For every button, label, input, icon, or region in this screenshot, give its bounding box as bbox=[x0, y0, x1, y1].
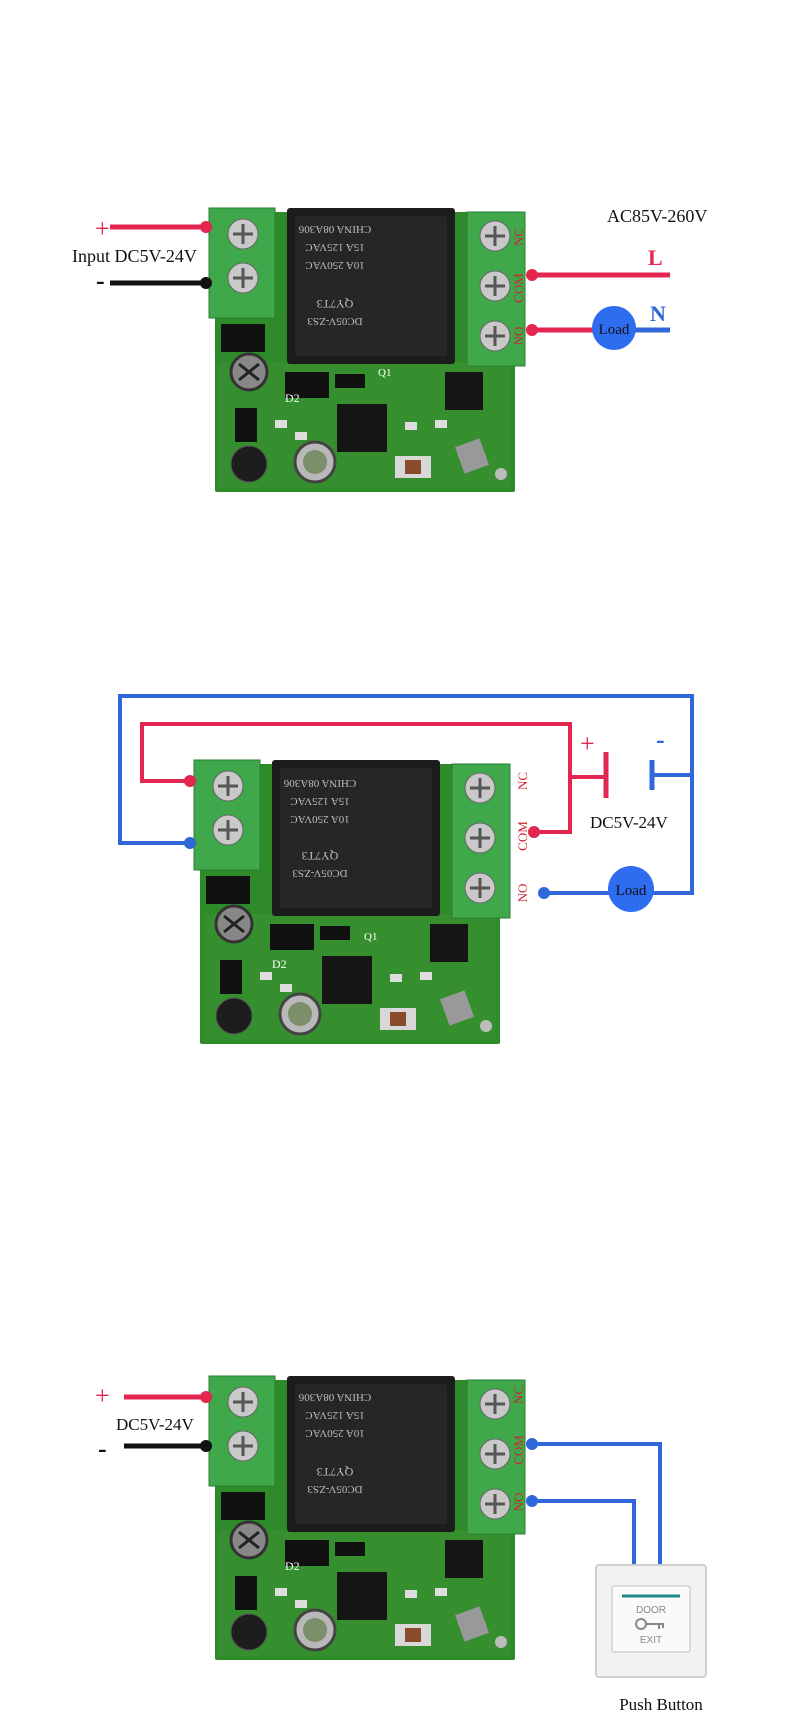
key-icon bbox=[635, 1618, 664, 1630]
silk-q1: Q1 bbox=[378, 367, 391, 379]
relay-text-4: QY7T3 bbox=[317, 297, 354, 311]
door-text: DOOR bbox=[636, 1605, 666, 1616]
terminal-no-label: NO bbox=[511, 327, 526, 346]
terminal3-nc-label: NC bbox=[511, 1386, 526, 1404]
relay3-text-1: CHINA 08A306 bbox=[298, 1391, 371, 1403]
silk-d2: D2 bbox=[285, 391, 300, 405]
terminal2-no-label: NO bbox=[515, 884, 530, 903]
relay3-text-2: 15A 125VAC bbox=[305, 1409, 364, 1421]
blue-loop-end bbox=[184, 837, 196, 849]
relay-board-3 bbox=[207, 1374, 527, 1662]
relay-text-3: 10A 250VAC bbox=[305, 259, 364, 271]
terminal-com-label: COM bbox=[511, 273, 526, 303]
exit-text: EXIT bbox=[640, 1635, 662, 1646]
diagram-3: CHINA 08A306 15A 125VAC 10A 250VAC QY7T3… bbox=[95, 1374, 707, 1714]
terminal2-com-label: COM bbox=[515, 821, 530, 851]
relay3-text-4: QY7T3 bbox=[317, 1465, 354, 1479]
plus-sign: + bbox=[95, 214, 110, 243]
red-loop-wire bbox=[140, 722, 572, 834]
com-wire-end bbox=[528, 826, 540, 838]
push-button-face bbox=[611, 1585, 691, 1653]
relay2-text-4: QY7T3 bbox=[302, 849, 339, 863]
dc-voltage-label-2: DC5V-24V bbox=[590, 813, 668, 832]
diagram-2: CHINA 08A306 15A 125VAC 10A 250VAC QY7T3… bbox=[118, 694, 694, 1065]
relay-text-1: CHINA 08A306 bbox=[298, 223, 371, 235]
minus-sign: - bbox=[96, 266, 105, 295]
red-wire-end-3 bbox=[200, 1391, 212, 1403]
no-to-button-wire bbox=[532, 1499, 636, 1565]
load-circle-2 bbox=[608, 866, 654, 912]
terminal3-no-label: NO bbox=[511, 1493, 526, 1512]
relay2-text-2: 15A 125VAC bbox=[290, 795, 349, 807]
battery-minus-sign: - bbox=[656, 725, 665, 754]
plus-sign-3: + bbox=[95, 1381, 110, 1410]
silk2-key: KEY bbox=[362, 1055, 381, 1065]
com-wire-end-3 bbox=[526, 1438, 538, 1450]
silk3-key: KEY bbox=[372, 1664, 391, 1674]
relay2-text-1: CHINA 08A306 bbox=[283, 777, 356, 789]
battery-plus-sign: + bbox=[580, 729, 595, 758]
live-wire-end bbox=[526, 269, 538, 281]
red-wire-end bbox=[200, 221, 212, 233]
silk3-d2: D2 bbox=[285, 1559, 300, 1573]
no-wire-end-3 bbox=[526, 1495, 538, 1507]
no-wire-end-2 bbox=[538, 887, 550, 899]
terminal-nc-label: NC bbox=[511, 228, 526, 246]
push-button-label: Push Button bbox=[619, 1695, 703, 1714]
relay-text-2: 15A 125VAC bbox=[305, 241, 364, 253]
red-loop-end bbox=[184, 775, 196, 787]
relay2-text-3: 10A 250VAC bbox=[290, 813, 349, 825]
ac-voltage-label: AC85V-260V bbox=[607, 206, 707, 226]
black-wire-end-3 bbox=[200, 1440, 212, 1452]
relay-text-5: DC05V-ZS3 bbox=[307, 315, 363, 327]
relay-board-2 bbox=[192, 758, 512, 1046]
live-label: L bbox=[648, 245, 663, 270]
relay-board-1 bbox=[207, 206, 527, 494]
load-label-2: Load bbox=[616, 883, 647, 899]
neutral-label: N bbox=[650, 301, 666, 326]
input-voltage-label: Input DC5V-24V bbox=[72, 246, 197, 266]
silk2-d2: D2 bbox=[272, 957, 287, 971]
relay3-text-5: DC05V-ZS3 bbox=[307, 1483, 363, 1495]
load-circle-1 bbox=[592, 306, 636, 350]
relay3-text-3: 10A 250VAC bbox=[305, 1427, 364, 1439]
black-wire-end bbox=[200, 277, 212, 289]
silk2-q1: Q1 bbox=[364, 931, 377, 943]
terminal2-nc-label: NC bbox=[515, 772, 530, 790]
diagram-1: CHINA 08A306 15A 125VAC 10A 250VAC QY7T3… bbox=[72, 206, 707, 494]
no-wire-end bbox=[526, 324, 538, 336]
relay2-text-5: DC05V-ZS3 bbox=[292, 867, 348, 879]
dc-voltage-label-3: DC5V-24V bbox=[116, 1415, 194, 1434]
com-to-button-wire bbox=[532, 1442, 662, 1565]
blue-loop-wire bbox=[118, 694, 694, 895]
terminal3-com-label: COM bbox=[511, 1435, 526, 1465]
minus-sign-3: - bbox=[98, 1434, 107, 1463]
load-label-1: Load bbox=[599, 322, 630, 338]
